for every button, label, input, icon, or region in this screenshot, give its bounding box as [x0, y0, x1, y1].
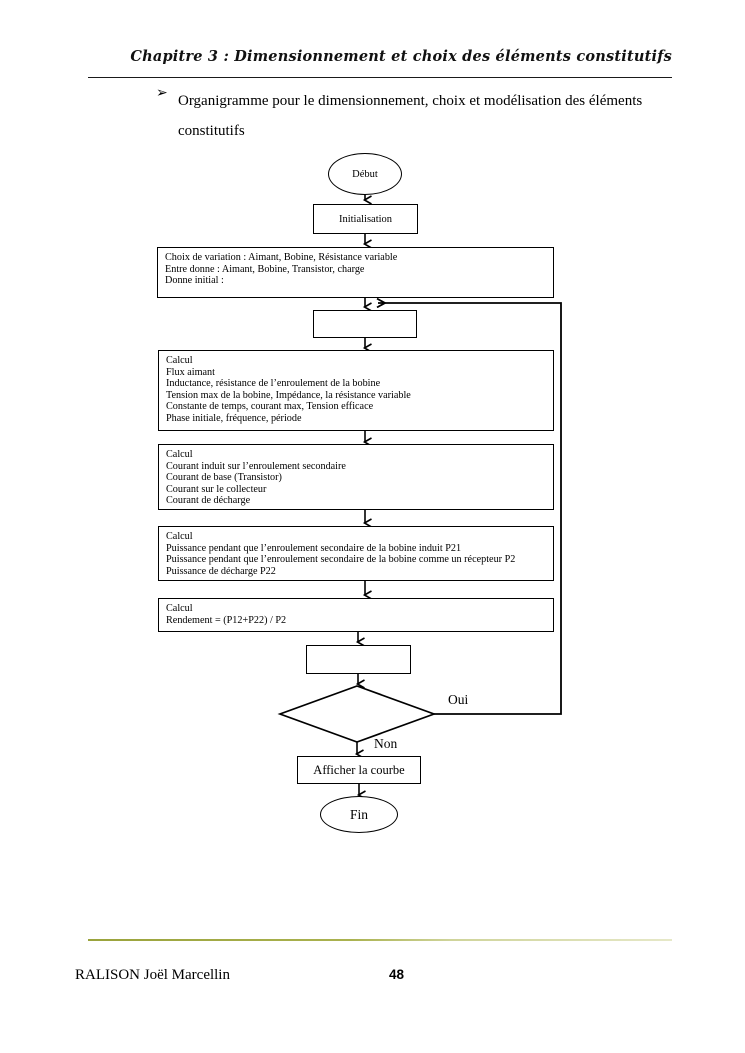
header-divider-rule — [88, 77, 672, 78]
flow-node-afficher-label: Afficher la courbe — [313, 762, 405, 777]
flow-node-calcul-4[interactable]: Calcul Rendement = (P12+P22) / P2 — [158, 598, 554, 632]
flow-node-loop-box-2[interactable] — [306, 645, 411, 674]
flow-node-calcul-3-label: Calcul Puissance pendant que l’enrouleme… — [166, 531, 516, 577]
bullet-arrow-icon: ➢ — [156, 86, 168, 101]
footer-page-number: 48 — [389, 967, 405, 982]
flow-node-start-label: Début — [352, 168, 378, 180]
flow-node-choix-label: Choix de variation : Aimant, Bobine, Rés… — [165, 252, 398, 287]
flow-node-decision[interactable] — [280, 686, 434, 742]
flow-node-calcul-2-label: Calcul Courant induit sur l’enroulement … — [166, 449, 346, 507]
flow-edge-label-non: Non — [374, 736, 398, 751]
page-header: Chapitre 3 : Dimensionnement et choix de… — [88, 48, 672, 80]
flow-edge-label-oui: Oui — [448, 692, 469, 707]
flow-node-initialisation[interactable]: Initialisation — [313, 204, 418, 234]
footer-divider-rule — [88, 939, 672, 941]
footer-author-name: RALISON Joël Marcellin — [75, 967, 230, 983]
flow-node-afficher[interactable]: Afficher la courbe — [297, 756, 421, 784]
flow-node-initialisation-label: Initialisation — [338, 213, 393, 225]
flow-node-loop-box-1[interactable] — [313, 310, 417, 338]
flow-node-calcul-1[interactable]: Calcul Flux aimant Inductance, résistanc… — [158, 350, 554, 431]
flow-node-calcul-4-label: Calcul Rendement = (P12+P22) / P2 — [166, 603, 287, 626]
chapter-header-title: Chapitre 3 : Dimensionnement et choix de… — [130, 48, 672, 65]
flow-node-end-label: Fin — [349, 806, 368, 822]
flow-node-calcul-2[interactable]: Calcul Courant induit sur l’enroulement … — [158, 444, 554, 510]
flow-node-choix[interactable]: Choix de variation : Aimant, Bobine, Rés… — [157, 247, 554, 298]
flow-node-calcul-1-label: Calcul Flux aimant Inductance, résistanc… — [166, 355, 411, 424]
flow-node-calcul-3[interactable]: Calcul Puissance pendant que l’enrouleme… — [158, 526, 554, 581]
flow-node-start[interactable]: Début — [328, 153, 402, 195]
intro-paragraph: Organigramme pour le dimensionnement, ch… — [178, 93, 643, 139]
flow-node-end[interactable]: Fin — [320, 796, 398, 833]
